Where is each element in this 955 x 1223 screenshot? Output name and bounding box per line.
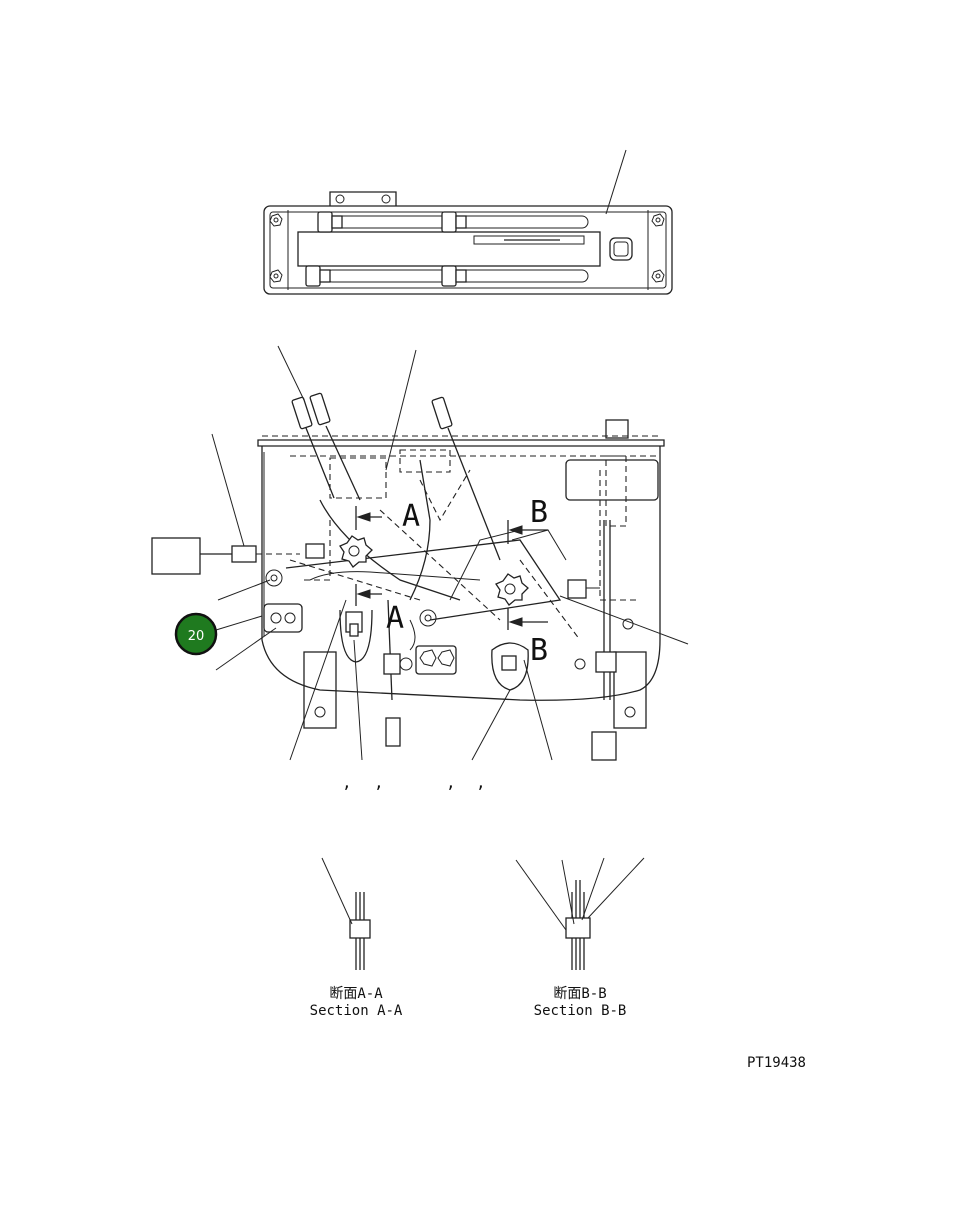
section-a-en-label: Section A-A bbox=[310, 1003, 403, 1019]
section-a-jp-label: 断面A-A bbox=[329, 986, 383, 1002]
comma-mark: , bbox=[446, 773, 456, 792]
section-a-a-view: 断面A-A Section A-A bbox=[310, 857, 403, 1019]
slider-knob-icon bbox=[317, 211, 343, 233]
cable-connector-icon bbox=[291, 392, 453, 430]
top-view-panel bbox=[263, 149, 673, 295]
section-label-a-top: A bbox=[402, 499, 420, 534]
comma-mark: , bbox=[342, 773, 352, 792]
section-b-b-view: 断面B-B Section B-B bbox=[515, 857, 645, 1019]
connector-block-icon bbox=[151, 537, 201, 575]
callout-number: 20 bbox=[188, 629, 205, 644]
bolt-icon bbox=[269, 269, 283, 283]
bolt-icon bbox=[651, 213, 665, 227]
drawing-number: PT19438 bbox=[747, 1055, 806, 1071]
comma-mark: , bbox=[374, 773, 384, 792]
section-arrow-icon bbox=[355, 506, 382, 606]
bolt-icon bbox=[269, 213, 283, 227]
bolt-icon bbox=[651, 269, 665, 283]
gear-icon bbox=[495, 573, 529, 606]
section-label-a-bottom: A bbox=[386, 601, 404, 636]
section-label-b-bottom: B bbox=[530, 633, 548, 668]
main-assembly-view: 20 A A B B , , , , bbox=[151, 345, 689, 792]
callout-badge: 20 bbox=[174, 612, 218, 656]
slider-knob-icon bbox=[441, 211, 467, 233]
comma-mark: , bbox=[476, 773, 486, 792]
section-arrow-icon bbox=[507, 520, 548, 630]
section-label-b-top: B bbox=[530, 495, 548, 530]
gear-icon bbox=[339, 535, 373, 568]
slider-knob-icon bbox=[441, 265, 467, 287]
section-b-jp-label: 断面B-B bbox=[553, 986, 606, 1002]
section-b-en-label: Section B-B bbox=[534, 1003, 627, 1019]
slider-knob-icon bbox=[305, 265, 331, 287]
